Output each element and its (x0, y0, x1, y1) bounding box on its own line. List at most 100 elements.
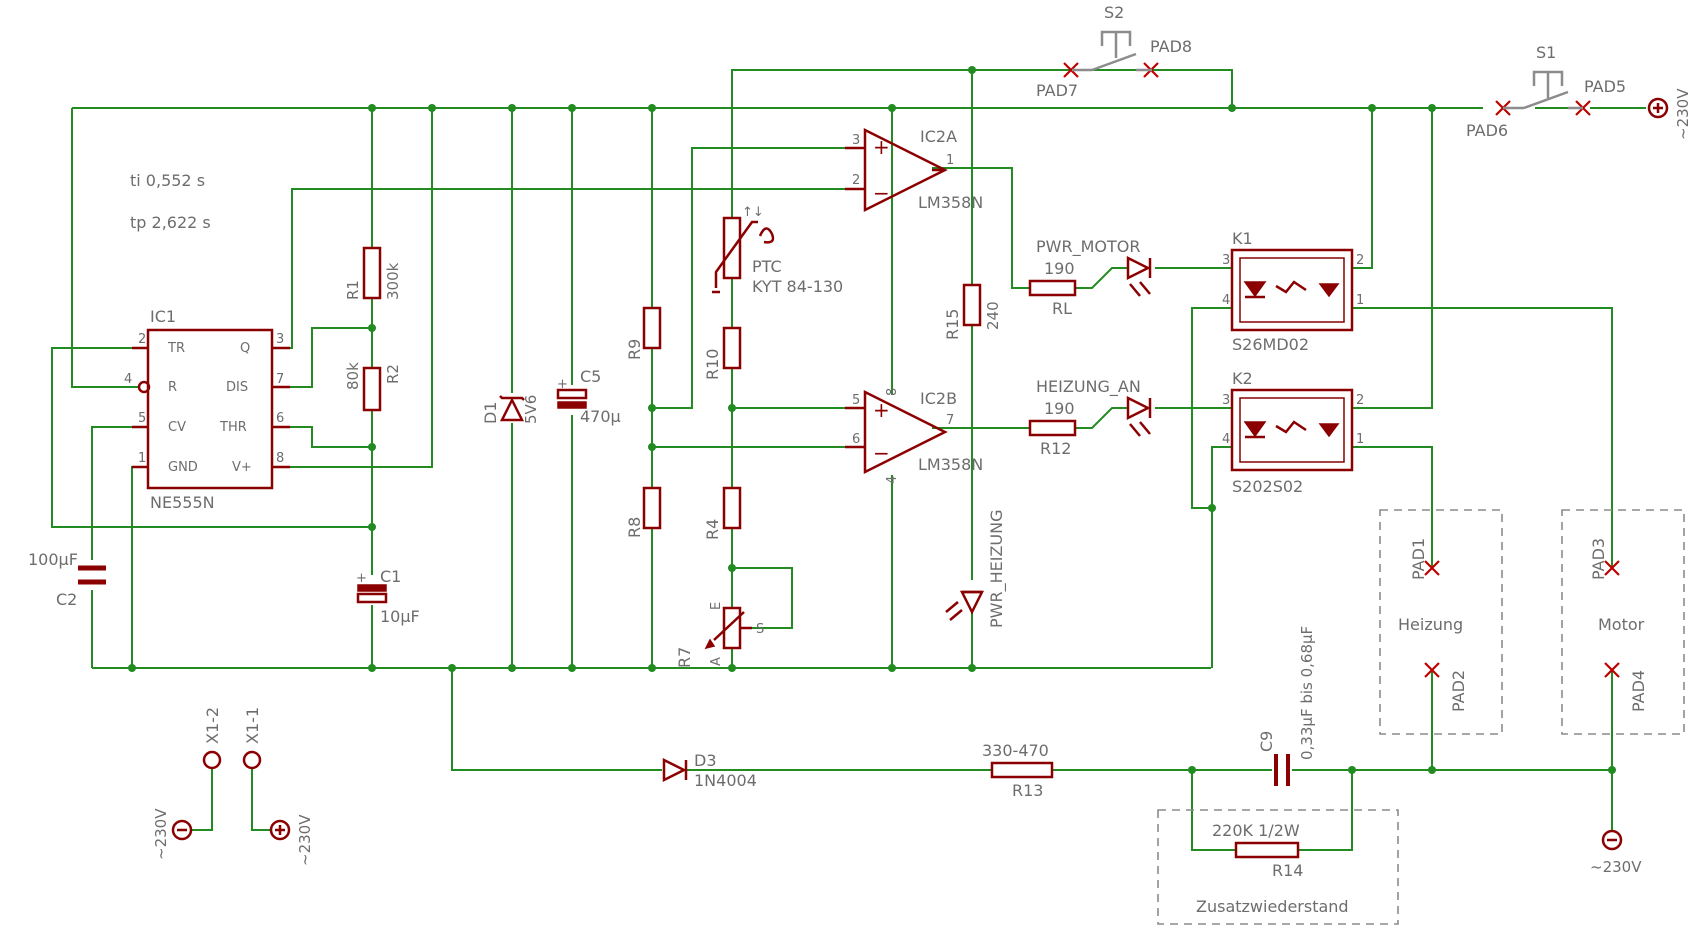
ic1-name: IC1 (150, 307, 176, 326)
ic1-pin-gnd: GND (168, 460, 198, 475)
led-pwr-heizung: PWR_HEIZUNG (945, 510, 1007, 628)
ic2b-pin-plus: 5 (852, 393, 860, 408)
s1-pad-right: PAD5 (1584, 77, 1626, 96)
r7-pin-e: E (709, 602, 724, 610)
k2-pin-4: 4 (1222, 432, 1230, 447)
ic2b-pin-out: 7 (946, 413, 954, 428)
k1-pin-1: 1 (1356, 293, 1364, 308)
ic1-pinnum-7: 7 (276, 372, 284, 387)
c9-value: 0,33µF bis 0,68µF (1298, 626, 1316, 760)
heizung-pad-bottom: PAD2 (1449, 670, 1468, 712)
ic1-pinnum-2: 2 (138, 332, 146, 347)
r14-name: R14 (1272, 861, 1303, 880)
k2-pin-2: 2 (1356, 393, 1364, 408)
s2-pad-right: PAD8 (1150, 37, 1192, 56)
box-zusatzwiderstand: 220K 1/2W R14 Zusatzwiederstand (1157, 809, 1399, 925)
resistor-rl: 190 RL (1028, 259, 1077, 318)
r7-pin-a: A (709, 657, 724, 666)
r8-name: R8 (625, 517, 644, 538)
s1-name: S1 (1536, 43, 1556, 62)
ic1-pinnum-5: 5 (138, 411, 146, 426)
ic2b-pin-vcc: 8 (885, 388, 900, 396)
ic1-pin-r: R (168, 380, 177, 395)
switch-s2[interactable]: S2 PAD7 PAD8 (1036, 3, 1192, 100)
led-heizung-an-name: HEIZUNG_AN (1036, 377, 1141, 397)
r1-value: 300k (384, 262, 402, 300)
opamp-ic2a: + − 3 2 1 IC2A LM358N (845, 127, 983, 213)
box-zusatz-label: Zusatzwiederstand (1196, 897, 1349, 916)
c5-name: C5 (580, 367, 601, 386)
supply-terminal-bottom: ~230V (1590, 829, 1642, 876)
r2-name: R2 (384, 364, 402, 384)
capacitor-c1: + C1 10µF (356, 567, 420, 626)
r10-name: R10 (703, 349, 722, 380)
resistor-r2: 80k R2 (344, 362, 402, 412)
box-heizung: PAD1 Heizung PAD2 (1379, 509, 1503, 735)
ic2a-pin-out: 1 (946, 153, 954, 168)
opamp-ic2b: + − 5 6 7 8 4 IC2B LM358N (845, 388, 983, 484)
r1-name: R1 (344, 280, 362, 300)
ic1-pin-thr: THR (219, 420, 247, 435)
ptc-name: PTC (752, 257, 782, 276)
ic1-pinnum-3: 3 (276, 332, 284, 347)
optocoupler-k1: K1 S26MD02 3 4 2 1 (1222, 229, 1364, 354)
led-heizung-name: PWR_HEIZUNG (987, 510, 1007, 628)
ic2a-name: IC2A (920, 127, 957, 146)
ic1-pinnum-1: 1 (138, 451, 146, 466)
r9-name: R9 (625, 339, 644, 360)
x1-1-name: X1-1 (243, 707, 262, 744)
r14-value: 220K 1/2W (1212, 821, 1300, 840)
junction-dots (128, 66, 1616, 774)
ic1-pin-vplus: V+ (232, 460, 252, 475)
resistor-r12: 190 R12 (1028, 399, 1077, 458)
c9-name: C9 (1257, 731, 1276, 752)
s1-pad-left: PAD6 (1466, 121, 1508, 140)
ic2b-pin-minus: 6 (852, 432, 860, 447)
svg-text:+: + (873, 398, 890, 422)
svg-text:−: − (873, 441, 890, 465)
capacitor-c9: C9 0,33µF bis 0,68µF (1257, 626, 1316, 786)
c2-value: 100µF (28, 550, 78, 569)
diode-d3: D3 1N4004 (662, 751, 757, 790)
r15-value: 240 (984, 301, 1002, 330)
rl-value: 190 (1044, 259, 1075, 278)
r13-value: 330-470 (982, 741, 1049, 760)
resistor-r8: R8 (625, 486, 662, 538)
capacitor-c5: + C5 470µ (556, 367, 621, 426)
ic1-ne555: IC1 NE555N TR R CV GND 2 4 5 1 Q DIS THR… (124, 307, 290, 512)
svg-text:+: + (557, 377, 568, 392)
k1-name: K1 (1232, 229, 1253, 248)
resistor-r9: R9 (625, 306, 662, 360)
ic1-pin-dis: DIS (226, 380, 248, 395)
zener-d1: D1 5V6 (481, 395, 540, 424)
resistor-r15: R15 240 (943, 283, 1002, 340)
c1-value: 10µF (380, 607, 420, 626)
s2-name: S2 (1104, 3, 1124, 22)
ic1-pinnum-4: 4 (124, 372, 132, 387)
k2-part: S202S02 (1232, 477, 1303, 496)
k2-name: K2 (1232, 369, 1253, 388)
led-motor-name: PWR_MOTOR (1036, 237, 1140, 257)
svg-text:+: + (873, 135, 890, 159)
resistor-r10: R10 (703, 326, 742, 380)
ic2b-part: LM358N (918, 455, 983, 474)
optocoupler-k2: K2 S202S02 3 4 2 1 (1222, 369, 1364, 496)
resistor-r1: R1 300k (344, 246, 402, 300)
ic1-pinnum-6: 6 (276, 411, 284, 426)
heizung-title: Heizung (1398, 615, 1463, 634)
switch-s1[interactable]: S1 PAD6 PAD5 (1466, 43, 1626, 140)
ptc-thermistor: PTC KYT 84-130 ↑↓ (712, 205, 843, 296)
s2-pad-left: PAD7 (1036, 81, 1078, 100)
resistor-r4: R4 (703, 486, 742, 540)
d1-name: D1 (481, 402, 500, 425)
x1-2-label: ~230V (152, 808, 170, 860)
ic2b-name: IC2B (920, 389, 957, 408)
k2-pin-3: 3 (1222, 393, 1230, 408)
ic1-part: NE555N (150, 493, 215, 512)
led-pwr-motor: PWR_MOTOR (1036, 237, 1152, 297)
svg-text:+: + (356, 571, 367, 586)
motor-pad-bottom: PAD4 (1629, 670, 1648, 712)
r13-name: R13 (1012, 781, 1043, 800)
r15-name: R15 (943, 309, 962, 340)
